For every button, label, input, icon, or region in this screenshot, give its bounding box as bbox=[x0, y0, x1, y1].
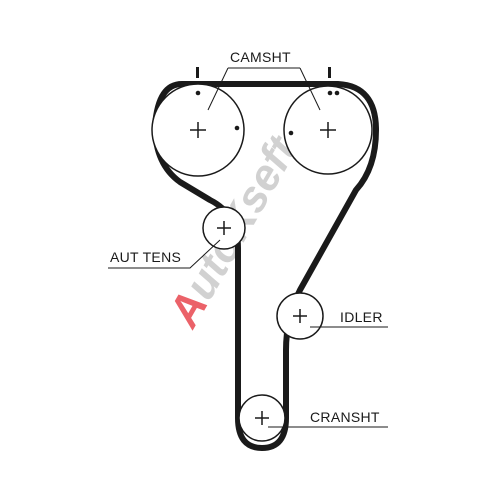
left-camshaft-center-cross bbox=[190, 122, 206, 138]
auto-tensioner-pulley bbox=[202, 206, 246, 250]
camshaft-label: CAMSHT bbox=[230, 49, 291, 65]
left-camshaft-pulley bbox=[151, 83, 245, 177]
left-camshaft-timing-dot-top bbox=[195, 90, 201, 96]
auto-tensioner-label: AUT TENS bbox=[110, 249, 181, 265]
right-camshaft-center-cross bbox=[320, 122, 336, 138]
crankshaft-pulley bbox=[238, 394, 286, 442]
idler-center-cross bbox=[293, 309, 307, 323]
left-camshaft-timing-dot-side bbox=[234, 125, 240, 131]
idler-pulley bbox=[276, 292, 324, 340]
right-camshaft-timing-dot-a bbox=[327, 90, 333, 96]
crankshaft-center-cross bbox=[255, 411, 269, 425]
camshaft-leader-lines bbox=[207, 67, 321, 111]
right-camshaft-timing-dot-side bbox=[288, 130, 294, 136]
idler-label: IDLER bbox=[340, 309, 383, 325]
auto-tensioner-center-cross bbox=[217, 221, 231, 235]
auto-tensioner-leader-line bbox=[108, 239, 221, 269]
right-camshaft-timing-dot-b bbox=[334, 90, 340, 96]
crankshaft-label: CRANSHT bbox=[310, 409, 380, 425]
right-camshaft-pulley bbox=[283, 85, 373, 175]
left-timing-mark bbox=[196, 67, 199, 78]
right-timing-mark bbox=[328, 67, 331, 78]
